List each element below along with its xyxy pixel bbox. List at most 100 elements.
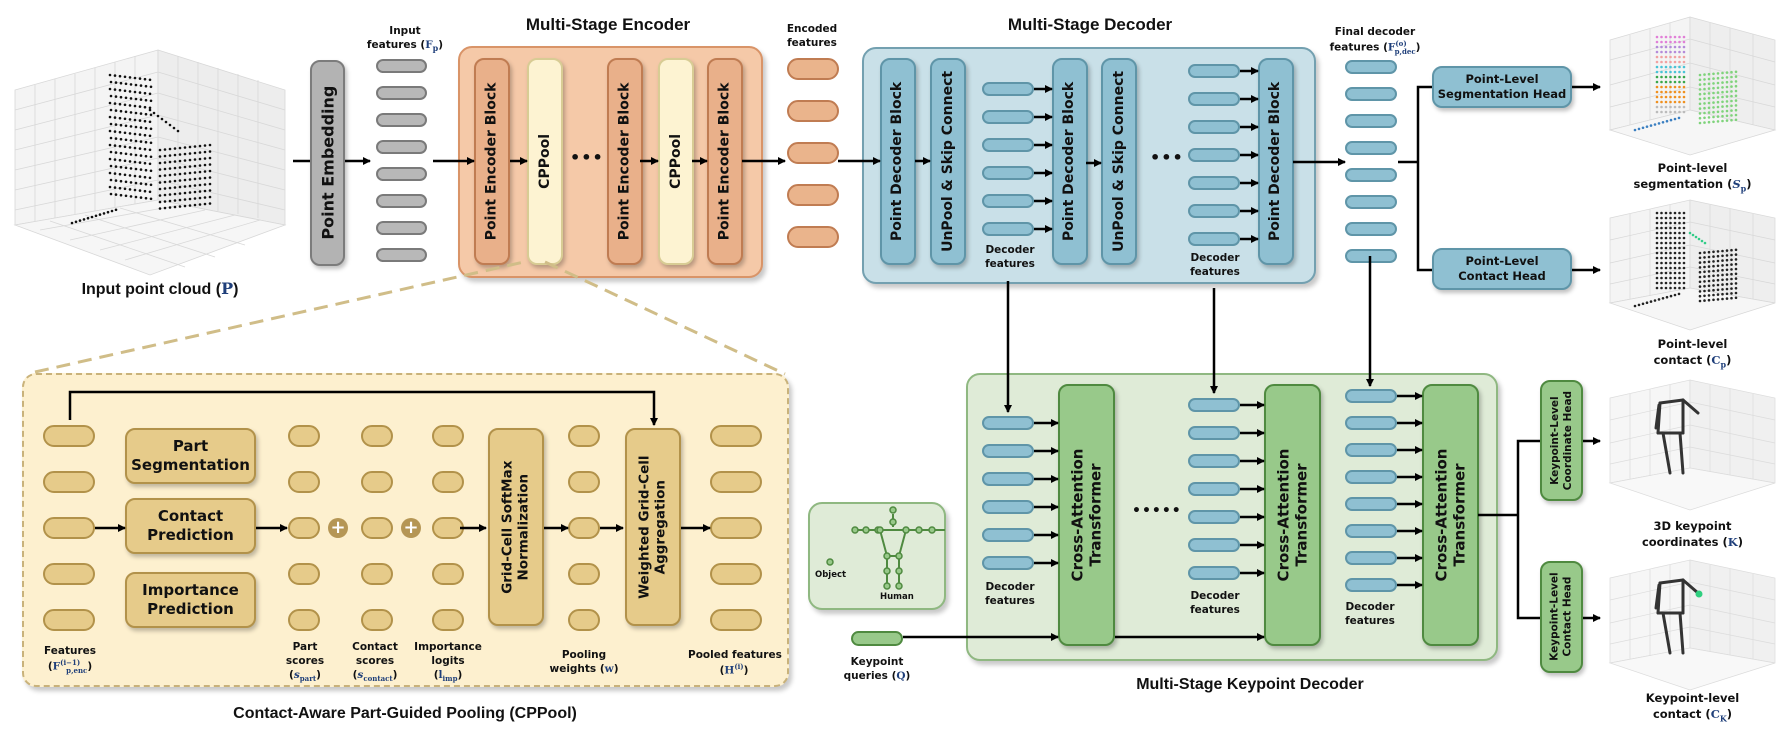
point xyxy=(113,102,117,105)
point xyxy=(1669,90,1672,94)
point-decoder-block[interactable]: Point Decoder Block xyxy=(1258,58,1294,265)
point xyxy=(1664,276,1668,280)
point xyxy=(1682,266,1686,270)
feature-token xyxy=(568,425,600,447)
point xyxy=(1682,241,1686,245)
feature-token xyxy=(568,609,600,631)
point xyxy=(1682,50,1686,54)
point xyxy=(94,214,98,218)
point xyxy=(1633,128,1637,132)
point xyxy=(133,76,137,80)
cppool-block[interactable]: CPPool xyxy=(527,58,563,265)
point xyxy=(1721,283,1724,286)
point xyxy=(138,175,142,178)
point xyxy=(109,80,113,84)
point xyxy=(1669,35,1672,39)
point xyxy=(188,184,192,188)
feature-token xyxy=(982,194,1034,208)
point xyxy=(1678,110,1681,114)
point xyxy=(86,216,90,220)
point xyxy=(1703,256,1706,259)
point xyxy=(113,74,117,77)
pooling-weights-label: Pooling weights (w) xyxy=(549,649,619,676)
point xyxy=(1682,65,1686,69)
input-point-cloud-plot xyxy=(13,49,287,276)
point xyxy=(118,172,122,176)
point xyxy=(124,138,128,142)
point xyxy=(109,108,113,112)
point xyxy=(193,177,197,181)
point xyxy=(138,147,142,150)
point xyxy=(1712,86,1715,90)
point xyxy=(1682,231,1686,235)
feature-token xyxy=(43,563,95,585)
unpool-skip-block[interactable]: UnPool & Skip Connect xyxy=(930,58,966,265)
feature-token xyxy=(1345,60,1397,74)
unpool-skip-block[interactable]: UnPool & Skip Connect xyxy=(1101,58,1137,265)
point xyxy=(1698,92,1702,96)
point xyxy=(133,146,137,150)
point xyxy=(1734,84,1738,88)
point xyxy=(128,160,132,163)
point xyxy=(1664,50,1668,54)
feature-token xyxy=(982,500,1034,514)
point xyxy=(1678,246,1681,250)
point xyxy=(1730,277,1733,281)
point xyxy=(1698,299,1702,303)
point-encoder-block[interactable]: Point Encoder Block xyxy=(474,58,510,265)
point xyxy=(1703,284,1706,288)
point-encoder-block[interactable]: Point Encoder Block xyxy=(707,58,743,265)
point xyxy=(1657,298,1661,301)
point xyxy=(208,202,212,205)
point xyxy=(1673,266,1677,270)
point xyxy=(1716,259,1720,263)
point xyxy=(1660,261,1663,265)
point xyxy=(144,168,148,172)
point xyxy=(1734,267,1738,271)
point xyxy=(1712,255,1715,258)
point xyxy=(133,188,137,192)
point xyxy=(1698,107,1702,110)
point xyxy=(134,111,138,115)
point xyxy=(124,194,128,198)
point xyxy=(1707,96,1711,100)
point xyxy=(1734,118,1738,122)
block-label: Point Encoder Block xyxy=(616,82,633,241)
point-decoder-block[interactable]: Point Decoder Block xyxy=(880,58,916,265)
block-label: Point Encoder Block xyxy=(716,82,733,241)
point xyxy=(1660,80,1663,84)
point xyxy=(1682,60,1686,64)
point-encoder-block[interactable]: Point Encoder Block xyxy=(607,58,643,265)
point xyxy=(1664,85,1668,89)
point xyxy=(1698,73,1702,77)
point xyxy=(1721,268,1724,272)
point xyxy=(90,215,94,219)
point xyxy=(1712,274,1715,278)
cppool-block[interactable]: CPPool xyxy=(658,58,694,265)
point xyxy=(178,153,182,156)
point xyxy=(138,189,142,192)
point xyxy=(1664,40,1668,44)
point-embedding-block[interactable]: Point Embedding xyxy=(310,60,345,266)
point xyxy=(108,87,112,91)
point xyxy=(1669,45,1672,49)
feature-token xyxy=(432,517,464,539)
point-decoder-block[interactable]: Point Decoder Block xyxy=(1052,58,1088,265)
point xyxy=(1660,100,1663,104)
point xyxy=(1730,104,1733,108)
point xyxy=(1707,265,1711,268)
point xyxy=(1678,211,1681,215)
point xyxy=(1682,281,1686,285)
